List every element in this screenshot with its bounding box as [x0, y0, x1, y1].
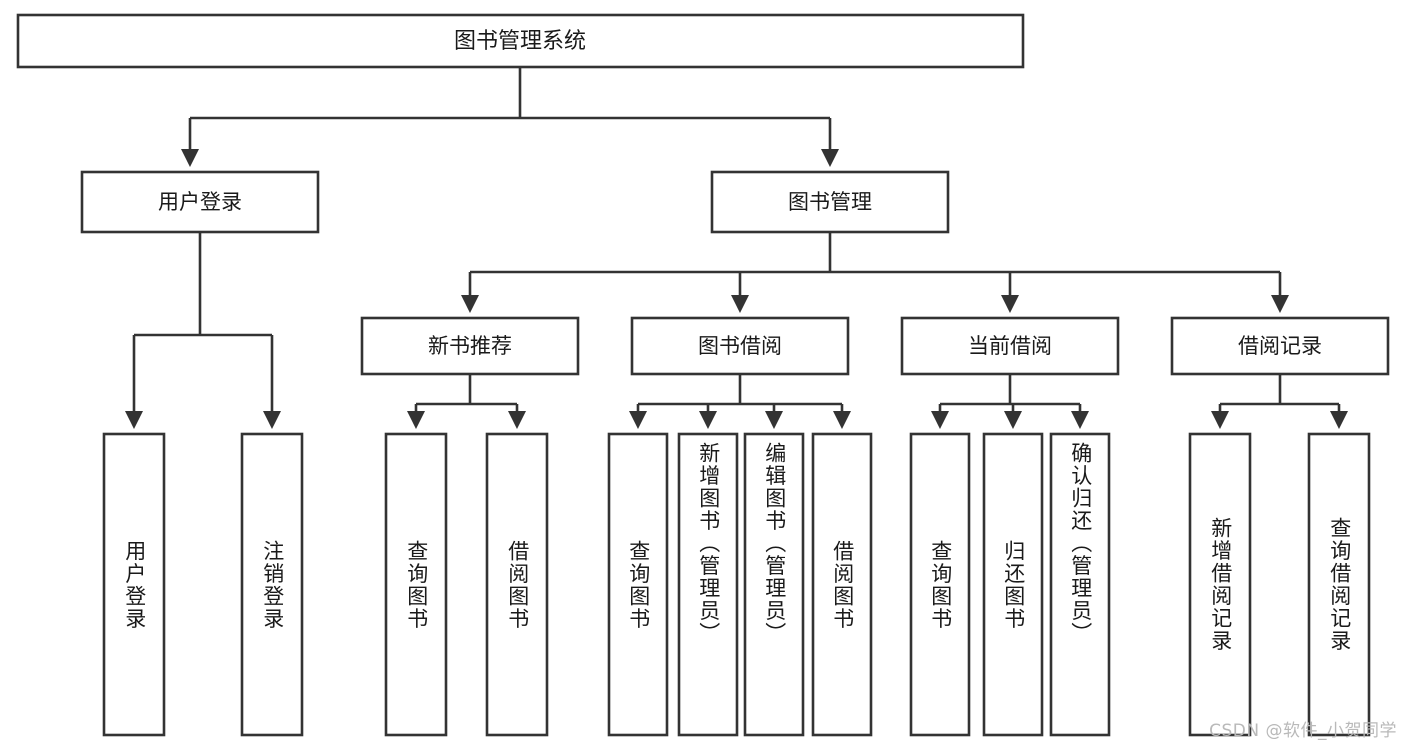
- leaf-edit-book-admin-rect[interactable]: [743, 432, 805, 737]
- node-root[interactable]: 图书管理系统: [16, 13, 1025, 69]
- leaf-borrow-book-recommend-rect[interactable]: [485, 432, 549, 737]
- leaf-confirm-return-admin-rect[interactable]: [1049, 432, 1111, 737]
- node-root-label: 图书管理系统: [454, 29, 586, 54]
- node-new-book-recommend-rect[interactable]: [360, 316, 580, 376]
- node-current-borrow-label: 当前借阅: [968, 334, 1052, 358]
- leaf-add-book-admin-rect[interactable]: [677, 432, 739, 737]
- node-user-login[interactable]: 用户登录: [80, 170, 320, 234]
- node-user-login-label: 用户登录: [158, 190, 242, 214]
- node-user-login-rect[interactable]: [80, 170, 320, 234]
- edge-group-root: [180, 67, 840, 168]
- node-root-rect[interactable]: [16, 13, 1025, 69]
- node-borrow-record[interactable]: 借阅记录: [1170, 316, 1390, 376]
- edge-group-current-borrow: [930, 374, 1090, 430]
- leaf-user-login-rect[interactable]: [102, 432, 166, 737]
- edge-group-new-book-recommend: [406, 374, 527, 430]
- edge-group-borrow-record: [1210, 374, 1349, 430]
- csdn-watermark: CSDN @软件_小贺同学: [1209, 721, 1397, 741]
- leaf-return-book-rect[interactable]: [982, 432, 1044, 737]
- node-current-borrow-rect[interactable]: [900, 316, 1120, 376]
- node-new-book-recommend-label: 新书推荐: [428, 334, 512, 358]
- leaf-add-borrow-record-rect[interactable]: [1188, 432, 1252, 737]
- node-book-management[interactable]: 图书管理: [710, 170, 950, 234]
- leaf-query-book-current-rect[interactable]: [909, 432, 971, 737]
- node-borrow-record-rect[interactable]: [1170, 316, 1390, 376]
- leaf-boxes: [102, 432, 1371, 737]
- node-book-management-label: 图书管理: [788, 190, 872, 214]
- node-book-management-rect[interactable]: [710, 170, 950, 234]
- leaf-query-book-recommend-rect[interactable]: [384, 432, 448, 737]
- edge-group-book-management: [460, 232, 1290, 314]
- node-borrow-record-label: 借阅记录: [1238, 334, 1322, 358]
- edge-group-book-borrow: [628, 374, 852, 430]
- leaf-query-book-borrow-rect[interactable]: [607, 432, 669, 737]
- node-book-borrow-label: 图书借阅: [698, 334, 782, 358]
- leaf-logout-rect[interactable]: [240, 432, 304, 737]
- node-new-book-recommend[interactable]: 新书推荐: [360, 316, 580, 376]
- leaf-query-borrow-record-rect[interactable]: [1307, 432, 1371, 737]
- edge-group-user-login: [124, 232, 282, 430]
- node-book-borrow[interactable]: 图书借阅: [630, 316, 850, 376]
- node-book-borrow-rect[interactable]: [630, 316, 850, 376]
- node-current-borrow[interactable]: 当前借阅: [900, 316, 1120, 376]
- leaf-borrow-book-rect[interactable]: [811, 432, 873, 737]
